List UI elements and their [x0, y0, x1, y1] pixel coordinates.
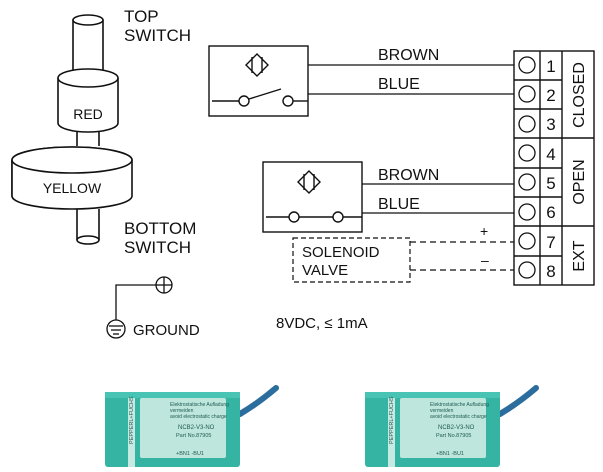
terminal-screw-3: [518, 115, 536, 133]
terminal-number-7: 7: [546, 233, 555, 252]
solenoid-label-line1: SOLENOID: [302, 244, 380, 261]
ground-icon: [106, 319, 126, 339]
terminal-number-5: 5: [546, 174, 555, 193]
yellow-disc: [11, 146, 133, 210]
sensor-warning-line3-right: avoid electrostatic charge: [430, 414, 487, 420]
minus-label: –: [481, 252, 489, 268]
solenoid-label-line2: VALVE: [302, 262, 348, 279]
sensor-cable-right: [497, 385, 539, 417]
valve-assembly: [11, 14, 133, 245]
bottom-blue-wire-label: BLUE: [378, 196, 420, 213]
sensor-model-left: NCB2-V3-NO: [178, 425, 215, 431]
terminal-screw-6: [518, 203, 536, 221]
wires: [308, 64, 514, 271]
red-disc: [57, 68, 119, 133]
sensor-brand-text-right: PEPPERL+FUCHS: [389, 396, 395, 444]
sensor-warning-line1-left: Elektrostatische Aufladung: [170, 402, 229, 408]
top-switch-label-line2: SWITCH: [124, 26, 191, 45]
sensor-cable-left: [237, 385, 279, 417]
terminal-screw-8: [518, 261, 536, 279]
terminal-screw-2: [518, 85, 536, 103]
plus-label: +: [480, 223, 488, 239]
top-brown-wire-label: BROWN: [378, 47, 439, 64]
group-open-label: OPEN: [571, 159, 588, 204]
bottom-brown-wire-label: BROWN: [378, 167, 439, 184]
sensor-pins-left: +BN1 -BU1: [176, 451, 204, 457]
terminal-number-8: 8: [546, 262, 555, 281]
group-ext-label: EXT: [571, 240, 588, 271]
solenoid-valve-box: [292, 237, 411, 283]
yellow-label: YELLOW: [43, 180, 102, 196]
sensor-warning-line1-right: Elektrostatische Aufladung: [430, 402, 489, 408]
top-sensor-box: [208, 45, 309, 117]
sensor-part-no-left: Part No.87905: [176, 433, 211, 439]
top-switch-label-line1: TOP: [124, 7, 159, 26]
sensor-warning-line2-right: vermeiden: [430, 408, 454, 414]
sensor-part-no-right: Part No.87905: [436, 433, 471, 439]
power-spec-label: 8VDC, ≤ 1mA: [276, 315, 368, 332]
bottom-sensor-box: [262, 161, 363, 233]
terminal-number-3: 3: [546, 115, 555, 134]
top-blue-wire-label: BLUE: [378, 76, 420, 93]
red-label: RED: [73, 106, 103, 122]
sensor-warning-line3-left: avoid electrostatic charge: [170, 414, 227, 420]
sensor-pins-right: +BN1 -BU1: [436, 451, 464, 457]
terminal-number-1: 1: [546, 57, 555, 76]
terminal-number-6: 6: [546, 203, 555, 222]
terminal-number-2: 2: [546, 86, 555, 105]
bottom-switch-label-line2: SWITCH: [124, 238, 191, 257]
sensor-brand-text-left: PEPPERL+FUCHS: [129, 396, 135, 444]
terminal-screw-1: [518, 56, 536, 74]
ground-label: GROUND: [133, 322, 200, 339]
ground-wiring: [115, 276, 173, 320]
sensor-photo-right: PEPPERL+FUCHS Elektrostatische Aufladung…: [365, 385, 539, 467]
sensor-model-right: NCB2-V3-NO: [438, 425, 475, 431]
sensor-warning-line2-left: vermeiden: [170, 408, 194, 414]
terminal-screw-7: [518, 232, 536, 250]
terminal-number-4: 4: [546, 145, 555, 164]
bottom-switch-label-line1: BOTTOM: [124, 219, 196, 238]
sensor-photo-left: PEPPERL+FUCHS Elektrostatische Aufladung…: [105, 385, 279, 467]
terminal-screws: [518, 56, 536, 279]
terminal-screw-5: [518, 173, 536, 191]
group-closed-label: CLOSED: [571, 62, 588, 128]
terminal-screw-4: [518, 144, 536, 162]
